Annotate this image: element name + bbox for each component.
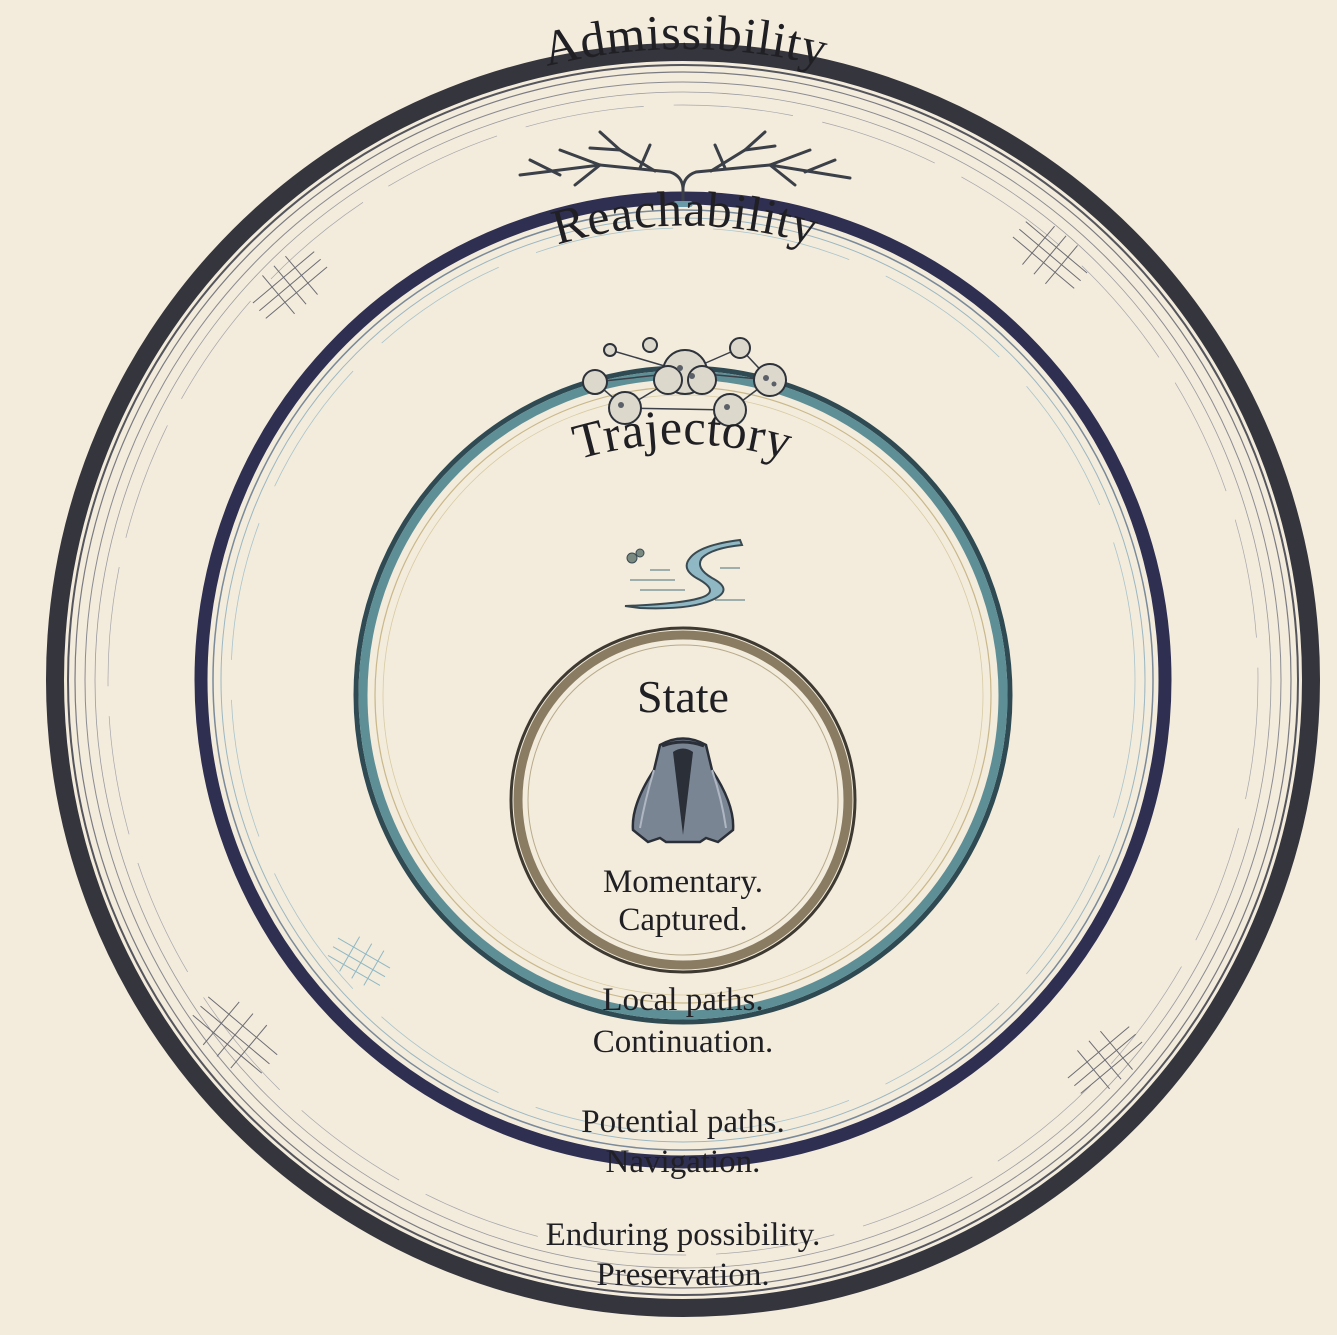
state-ring — [509, 626, 857, 974]
crosshatch-mark — [1067, 1026, 1143, 1094]
admissibility-ring-line — [67, 64, 1299, 1296]
state-ring-border — [513, 630, 853, 970]
admissibility-ring — [46, 43, 1320, 1317]
crosshatch-mark — [192, 996, 278, 1074]
admissibility-ring-line — [94, 91, 1272, 1269]
state-ring-border — [509, 626, 857, 974]
state-description-line-1: Momentary. — [603, 864, 763, 900]
state-title: State — [637, 671, 729, 722]
crosshatch-mark — [327, 936, 391, 986]
crosshatch-decoration — [192, 221, 1143, 1094]
trajectory-ring-line — [382, 394, 984, 996]
admissibility-description-line-1: Enduring possibility. — [546, 1217, 821, 1253]
admissibility-description-line-2: Preservation. — [596, 1257, 769, 1293]
admissibility-ring-line — [74, 71, 1292, 1289]
admissibility-ring-line — [107, 104, 1259, 1256]
trajectory-description-line-2: Continuation. — [593, 1024, 774, 1060]
network-bushes-icon — [582, 337, 787, 427]
crosshatch-mark — [252, 251, 328, 319]
reachability-ring-line — [212, 209, 1154, 1151]
reachability-title: Reachability — [546, 180, 825, 255]
state-description-line-2: Captured. — [618, 902, 747, 938]
branching-tree-icon — [518, 130, 852, 207]
winding-river-icon — [624, 538, 745, 610]
admissibility-ring-border — [46, 43, 1320, 1317]
reachability-ring-line — [220, 217, 1146, 1143]
crosshatch-mark — [1012, 221, 1088, 289]
admissibility-ring-line — [84, 81, 1282, 1279]
cloak-icon — [631, 737, 735, 844]
trajectory-description-line-1: Local paths. — [602, 982, 763, 1018]
state-ring-line — [527, 644, 839, 956]
reachability-description-line-2: Navigation. — [606, 1144, 761, 1180]
reachability-description-line-1: Potential paths. — [581, 1104, 784, 1140]
reachability-ring-line — [230, 227, 1136, 1133]
